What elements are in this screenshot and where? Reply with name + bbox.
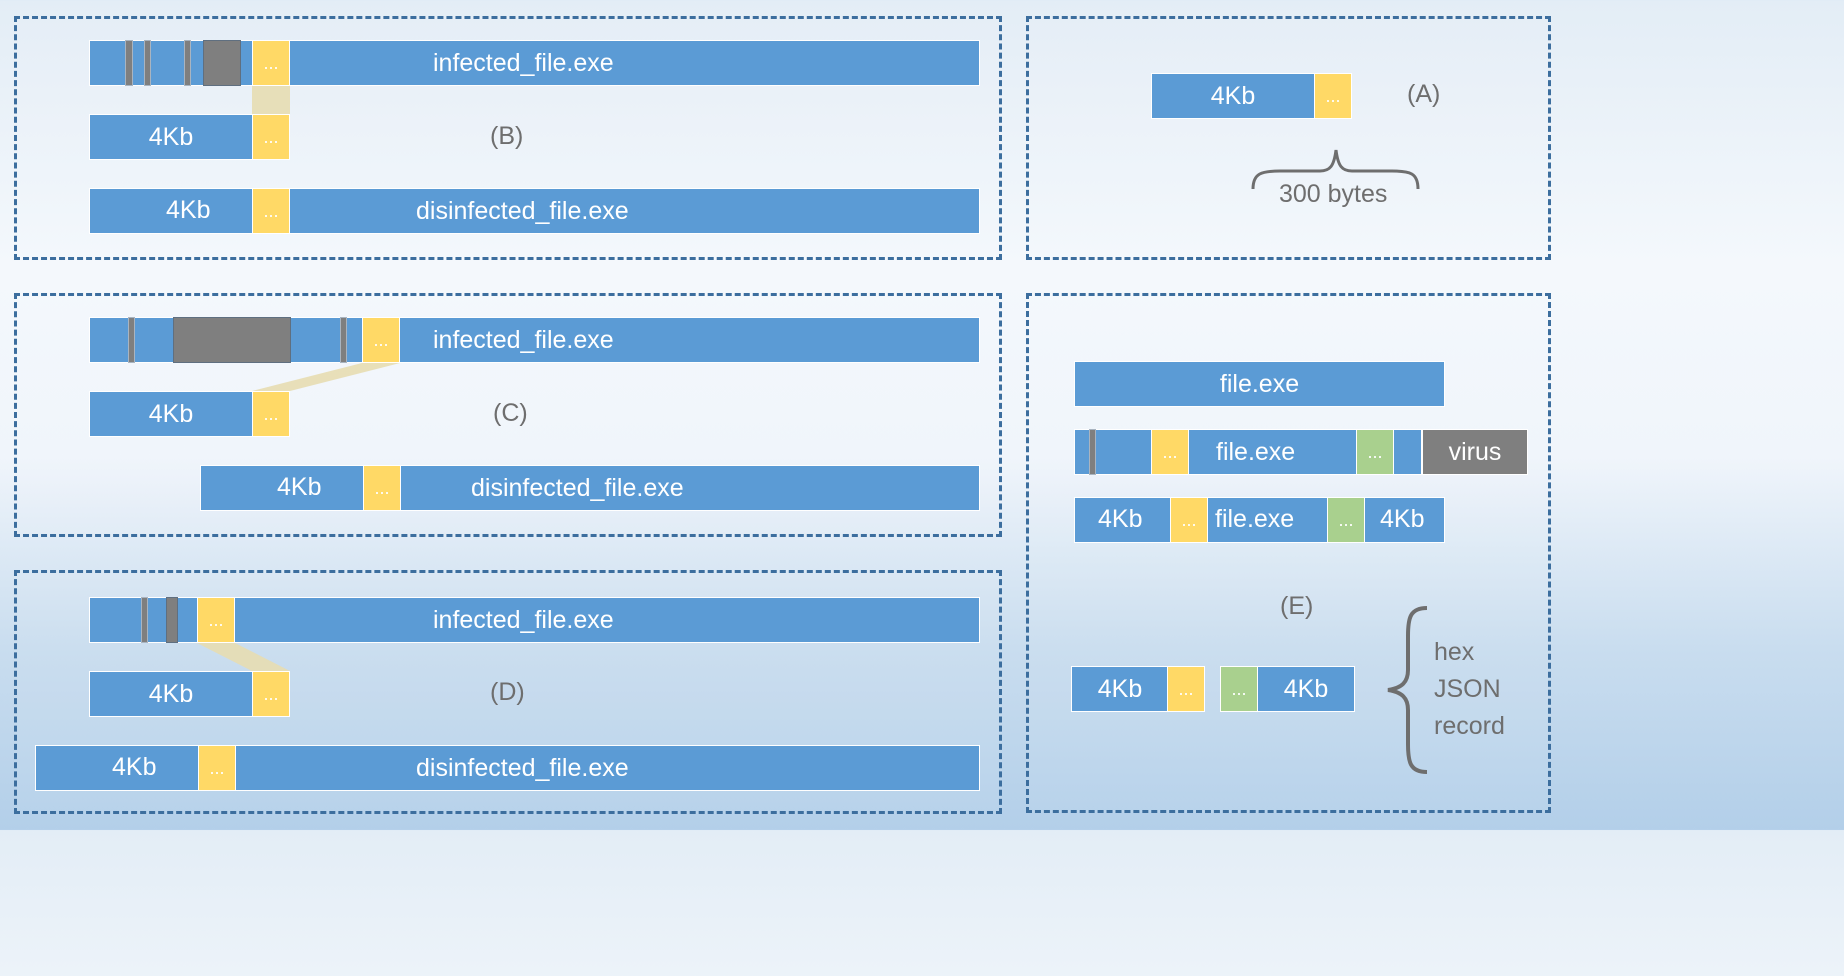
- virus-fragment-b2: [144, 40, 151, 86]
- header-block: ...: [197, 597, 235, 643]
- header-block: ...: [252, 188, 290, 234]
- ellipsis-label: ...: [263, 683, 279, 704]
- ellipsis-label: ...: [263, 200, 279, 221]
- footer-block: ...: [1356, 429, 1394, 475]
- ellipsis-label: ...: [1178, 678, 1194, 699]
- json-label: JSON: [1434, 675, 1501, 703]
- header-block: ...: [252, 40, 290, 86]
- label-e: (E): [1280, 592, 1314, 620]
- chunk-size-label: 4Kb: [148, 122, 194, 151]
- ellipsis-label: ...: [208, 609, 224, 630]
- footer-block: ...: [1220, 666, 1258, 712]
- ellipsis-label: ...: [374, 477, 390, 498]
- footer-block: ...: [1327, 497, 1365, 543]
- header-block: ...: [198, 745, 236, 791]
- brace-300-bytes: [1251, 149, 1420, 190]
- chunk-size-label: 4Kb: [1210, 81, 1256, 110]
- header-block: ...: [1167, 666, 1205, 712]
- header-block: ...: [1151, 429, 1189, 475]
- infected-file-bar-d: infected_file.exe: [89, 597, 980, 643]
- vertical-brace-icon: [1387, 606, 1428, 774]
- chunk-size-label: 4Kb: [1098, 505, 1143, 533]
- hex-label: hex: [1434, 638, 1475, 666]
- chunk-bar-c: 4Kb: [89, 391, 253, 437]
- file-label: file.exe: [1216, 437, 1296, 466]
- ellipsis-label: ...: [1367, 441, 1383, 462]
- label-c: (C): [493, 399, 528, 427]
- record-tail-bar: 4Kb: [1257, 666, 1355, 712]
- bytes-label: 300 bytes: [1279, 180, 1388, 208]
- virus-fragment-d1: [141, 597, 148, 643]
- virus-fragment-b3: [184, 40, 191, 86]
- ellipsis-label: ...: [1181, 509, 1197, 530]
- infected-file-label: infected_file.exe: [433, 48, 614, 77]
- disinfected-file-label: disinfected_file.exe: [471, 473, 684, 502]
- disinfected-file-bar-d: disinfected_file.exe: [35, 745, 980, 791]
- ellipsis-label: ...: [209, 757, 225, 778]
- clean-file-label: file.exe: [1219, 369, 1300, 398]
- ellipsis-label: ...: [1338, 509, 1354, 530]
- virus-fragment-e1: [1089, 429, 1096, 475]
- record-bar-e: [1074, 497, 1445, 543]
- connector-c: [252, 363, 400, 391]
- connector-d: [197, 643, 290, 671]
- virus-fragment-c2: [340, 317, 347, 363]
- disinfected-file-label: disinfected_file.exe: [416, 753, 629, 782]
- disinfected-file-bar-c: disinfected_file.exe: [200, 465, 980, 511]
- header-block: ...: [252, 114, 290, 160]
- chunk-size-label: 4Kb: [148, 679, 194, 708]
- chunk-size-label: 4Kb: [1380, 505, 1425, 533]
- ellipsis-label: ...: [263, 403, 279, 424]
- chunk-size-label: 4Kb: [1283, 674, 1329, 703]
- virus-block: virus: [1422, 429, 1528, 475]
- header-block: ...: [363, 465, 401, 511]
- record-label: record: [1434, 712, 1505, 740]
- panel-a: [1026, 16, 1551, 260]
- brace-record: [1387, 606, 1428, 774]
- header-block: ...: [1170, 497, 1208, 543]
- connector-b: [252, 86, 290, 114]
- chunk-size-label: 4Kb: [148, 399, 194, 428]
- virus-fragment-b1: [125, 40, 133, 86]
- file-label: file.exe: [1215, 505, 1295, 533]
- ellipsis-label: ...: [373, 329, 389, 350]
- virus-body-b: [203, 40, 241, 86]
- clean-file-bar: file.exe: [1074, 361, 1445, 407]
- header-block: ...: [1314, 73, 1352, 119]
- virus-body-c: [173, 317, 291, 363]
- ellipsis-label: ...: [1231, 678, 1247, 699]
- connector-overlay: [197, 86, 400, 671]
- label-b: (B): [490, 122, 524, 150]
- chunk-bar-b: 4Kb: [89, 114, 253, 160]
- disinfected-file-bar-b: disinfected_file.exe: [89, 188, 980, 234]
- virus-fragment-c1: [128, 317, 135, 363]
- ellipsis-label: ...: [1162, 441, 1178, 462]
- chunk-size-label: 4Kb: [166, 196, 211, 224]
- virus-label: virus: [1448, 437, 1502, 466]
- horizontal-brace-icon: [1251, 149, 1420, 190]
- label-a: (A): [1407, 80, 1441, 108]
- disinfected-file-label: disinfected_file.exe: [416, 196, 629, 225]
- ellipsis-label: ...: [263, 52, 279, 73]
- label-d: (D): [490, 678, 525, 706]
- ellipsis-label: ...: [1325, 85, 1341, 106]
- header-block: ...: [252, 671, 290, 717]
- chunk-bar-a: 4Kb: [1151, 73, 1315, 119]
- header-block: ...: [252, 391, 290, 437]
- infected-file-label: infected_file.exe: [433, 325, 614, 354]
- virus-fragment-d2: [166, 597, 178, 643]
- infected-file-label: infected_file.exe: [433, 605, 614, 634]
- ellipsis-label: ...: [263, 126, 279, 147]
- header-block: ...: [362, 317, 400, 363]
- chunk-size-label: 4Kb: [277, 473, 322, 501]
- chunk-size-label: 4Kb: [1097, 674, 1143, 703]
- chunk-size-label: 4Kb: [112, 753, 157, 781]
